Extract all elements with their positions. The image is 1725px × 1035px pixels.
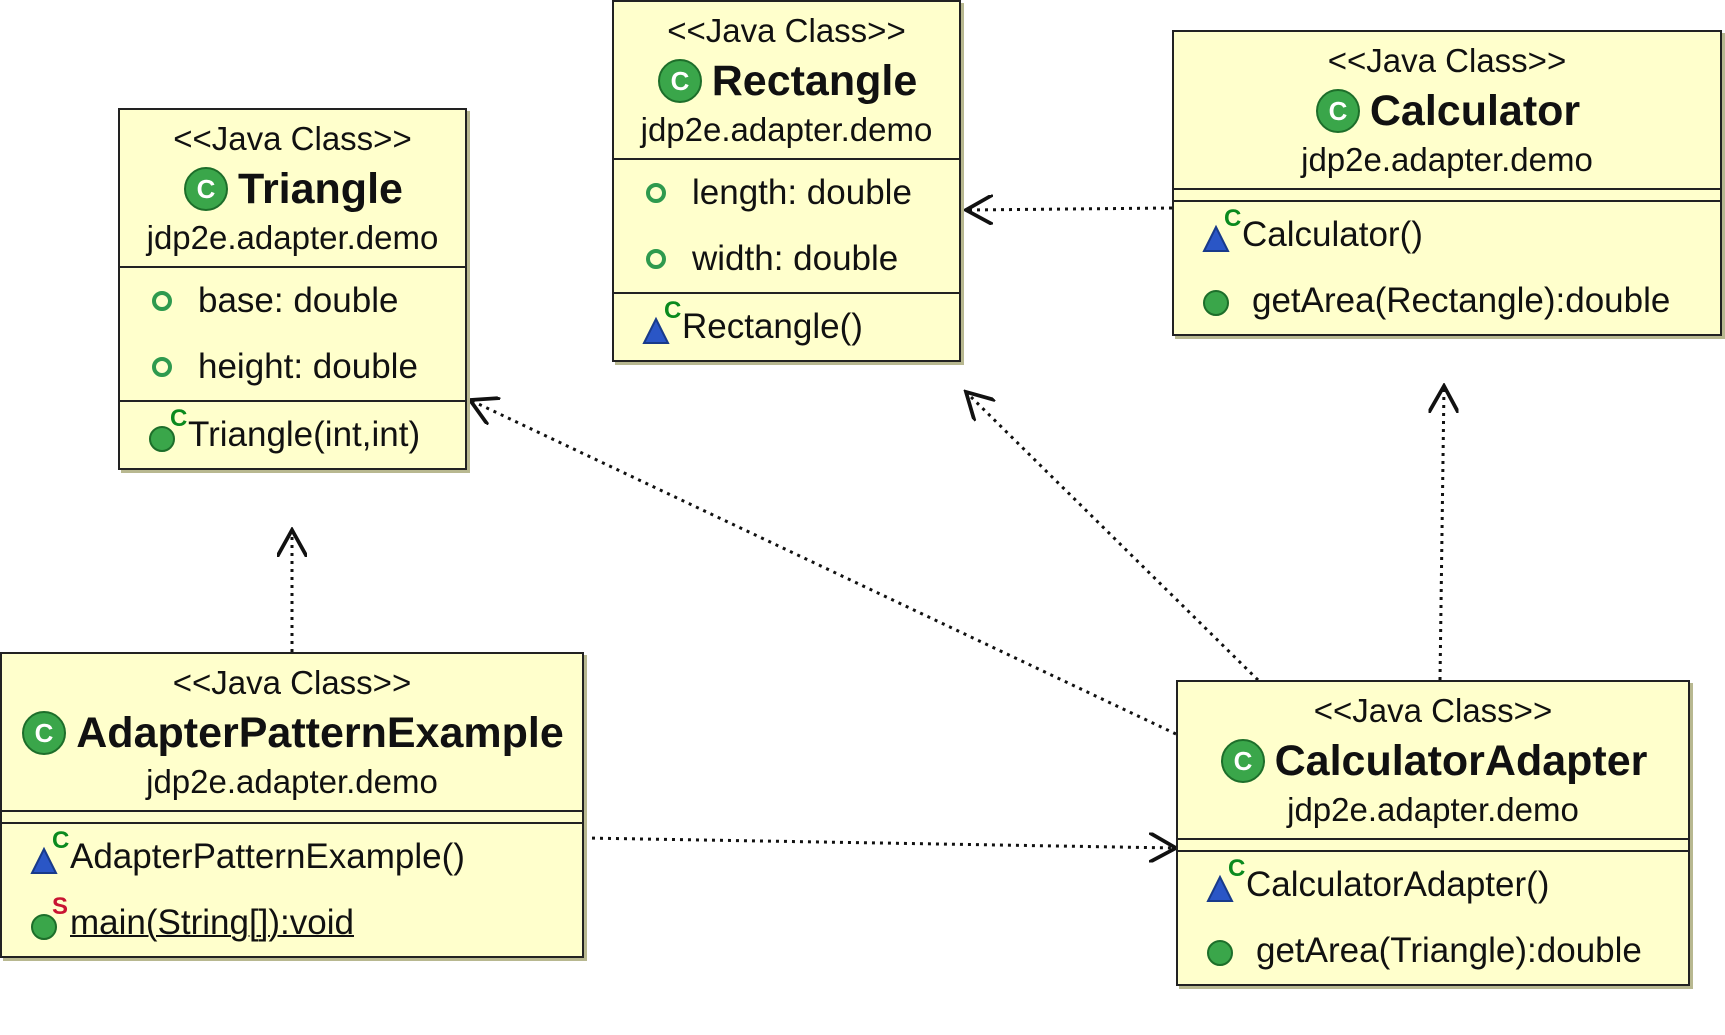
method-compartment: C Calculator() getArea(Rectangle):double — [1174, 200, 1720, 334]
class-header: <<Java Class>> C Rectangle jdp2e.adapter… — [614, 2, 959, 158]
method-item[interactable]: getArea(Rectangle):double — [1174, 268, 1720, 334]
svg-text:C: C — [197, 174, 216, 204]
class-title: C AdapterPatternExample — [6, 708, 578, 758]
method-label: CalculatorAdapter() — [1246, 865, 1550, 904]
field-item[interactable]: height: double — [120, 334, 465, 400]
field-label: width: double — [692, 239, 899, 278]
class-calculator[interactable]: <<Java Class>> C Calculator jdp2e.adapte… — [1172, 30, 1722, 336]
class-adapter-pattern-example[interactable]: <<Java Class>> C AdapterPatternExample j… — [0, 652, 584, 958]
dep-calculatoradapter-to-calculator — [1440, 386, 1444, 681]
static-method-icon: S — [30, 895, 70, 943]
svg-text:C: C — [1328, 96, 1347, 126]
field-compartment: base: double height: double — [120, 266, 465, 400]
dep-calculatoradapter-to-rectangle — [966, 392, 1260, 682]
class-rectangle[interactable]: <<Java Class>> C Rectangle jdp2e.adapter… — [612, 0, 961, 362]
class-header: <<Java Class>> C Calculator jdp2e.adapte… — [1174, 32, 1720, 188]
public-method-icon — [1206, 931, 1246, 971]
method-item[interactable]: C Calculator() — [1174, 202, 1720, 268]
field-label: length: double — [692, 173, 912, 212]
field-compartment — [1174, 188, 1720, 200]
field-compartment — [2, 810, 582, 822]
method-compartment: C CalculatorAdapter() getArea(Triangle):… — [1178, 850, 1688, 984]
class-title: C Rectangle — [618, 56, 955, 106]
class-c-icon: C — [1220, 739, 1265, 783]
method-label: Calculator() — [1242, 215, 1423, 254]
svg-text:C: C — [670, 66, 689, 96]
class-c-icon: C — [22, 711, 67, 755]
class-triangle[interactable]: <<Java Class>> C Triangle jdp2e.adapter.… — [118, 108, 467, 470]
method-label: getArea(Rectangle):double — [1252, 281, 1671, 320]
class-header: <<Java Class>> C Triangle jdp2e.adapter.… — [120, 110, 465, 266]
method-label: getArea(Triangle):double — [1256, 931, 1642, 970]
private-field-icon — [642, 173, 682, 213]
class-title: C CalculatorAdapter — [1182, 736, 1684, 786]
method-item[interactable]: C Triangle(int,int) — [120, 402, 465, 468]
field-label: base: double — [198, 281, 399, 320]
dep-adapterpatternexample-to-calculatoradapter — [583, 838, 1176, 848]
field-item[interactable]: length: double — [614, 160, 959, 226]
method-item[interactable]: S main(String[]):void — [2, 890, 582, 956]
package-name: jdp2e.adapter.demo — [1301, 141, 1593, 178]
class-c-icon: C — [184, 167, 229, 211]
stereotype-label: <<Java Class>> — [667, 12, 906, 49]
class-name: Rectangle — [711, 57, 918, 105]
stereotype-label: <<Java Class>> — [172, 664, 412, 701]
method-item[interactable]: C AdapterPatternExample() — [2, 824, 582, 890]
private-field-icon — [642, 239, 682, 279]
constructor-icon: C — [30, 829, 70, 877]
method-compartment: C AdapterPatternExample() S main(String[… — [2, 822, 582, 956]
constructor-icon: C — [1206, 857, 1246, 905]
field-compartment — [1178, 838, 1688, 850]
svg-text:C: C — [1233, 746, 1252, 776]
field-compartment: length: double width: double — [614, 158, 959, 292]
private-field-icon — [148, 347, 188, 387]
package-name: jdp2e.adapter.demo — [1287, 791, 1579, 828]
class-name: Calculator — [1369, 87, 1581, 135]
method-label: AdapterPatternExample() — [70, 837, 465, 876]
class-name: Triangle — [238, 165, 403, 213]
method-item[interactable]: getArea(Triangle):double — [1178, 918, 1688, 984]
method-compartment: C Rectangle() — [614, 292, 959, 360]
class-c-icon: C — [657, 59, 702, 103]
private-field-icon — [148, 281, 188, 321]
field-label: height: double — [198, 347, 418, 386]
class-name: CalculatorAdapter — [1274, 737, 1648, 785]
method-item[interactable]: C Rectangle() — [614, 294, 959, 360]
class-calculator-adapter[interactable]: <<Java Class>> C CalculatorAdapter jdp2e… — [1176, 680, 1690, 986]
method-label: Triangle(int,int) — [188, 415, 421, 454]
constructor-icon: C — [1202, 207, 1242, 255]
package-name: jdp2e.adapter.demo — [146, 219, 439, 256]
public-method-icon — [1202, 281, 1242, 321]
svg-text:C: C — [35, 718, 54, 748]
method-item[interactable]: C CalculatorAdapter() — [1178, 852, 1688, 918]
class-title: C Calculator — [1178, 86, 1716, 136]
class-title: C Triangle — [124, 164, 461, 214]
package-name: jdp2e.adapter.demo — [640, 111, 933, 148]
class-header: <<Java Class>> C CalculatorAdapter jdp2e… — [1178, 682, 1688, 838]
method-compartment: C Triangle(int,int) — [120, 400, 465, 468]
method-label: Rectangle() — [682, 307, 863, 346]
stereotype-label: <<Java Class>> — [1313, 692, 1553, 729]
class-header: <<Java Class>> C AdapterPatternExample j… — [2, 654, 582, 810]
method-label: main(String[]):void — [70, 903, 354, 942]
class-c-icon: C — [1315, 89, 1360, 133]
class-name: AdapterPatternExample — [76, 709, 564, 757]
field-item[interactable]: base: double — [120, 268, 465, 334]
dep-calculator-to-rectangle — [966, 208, 1173, 210]
package-name: jdp2e.adapter.demo — [146, 763, 438, 800]
constructor-icon: C — [642, 299, 682, 347]
stereotype-label: <<Java Class>> — [173, 120, 412, 157]
stereotype-label: <<Java Class>> — [1327, 42, 1567, 79]
field-item[interactable]: width: double — [614, 226, 959, 292]
constructor-icon: C — [148, 407, 188, 455]
